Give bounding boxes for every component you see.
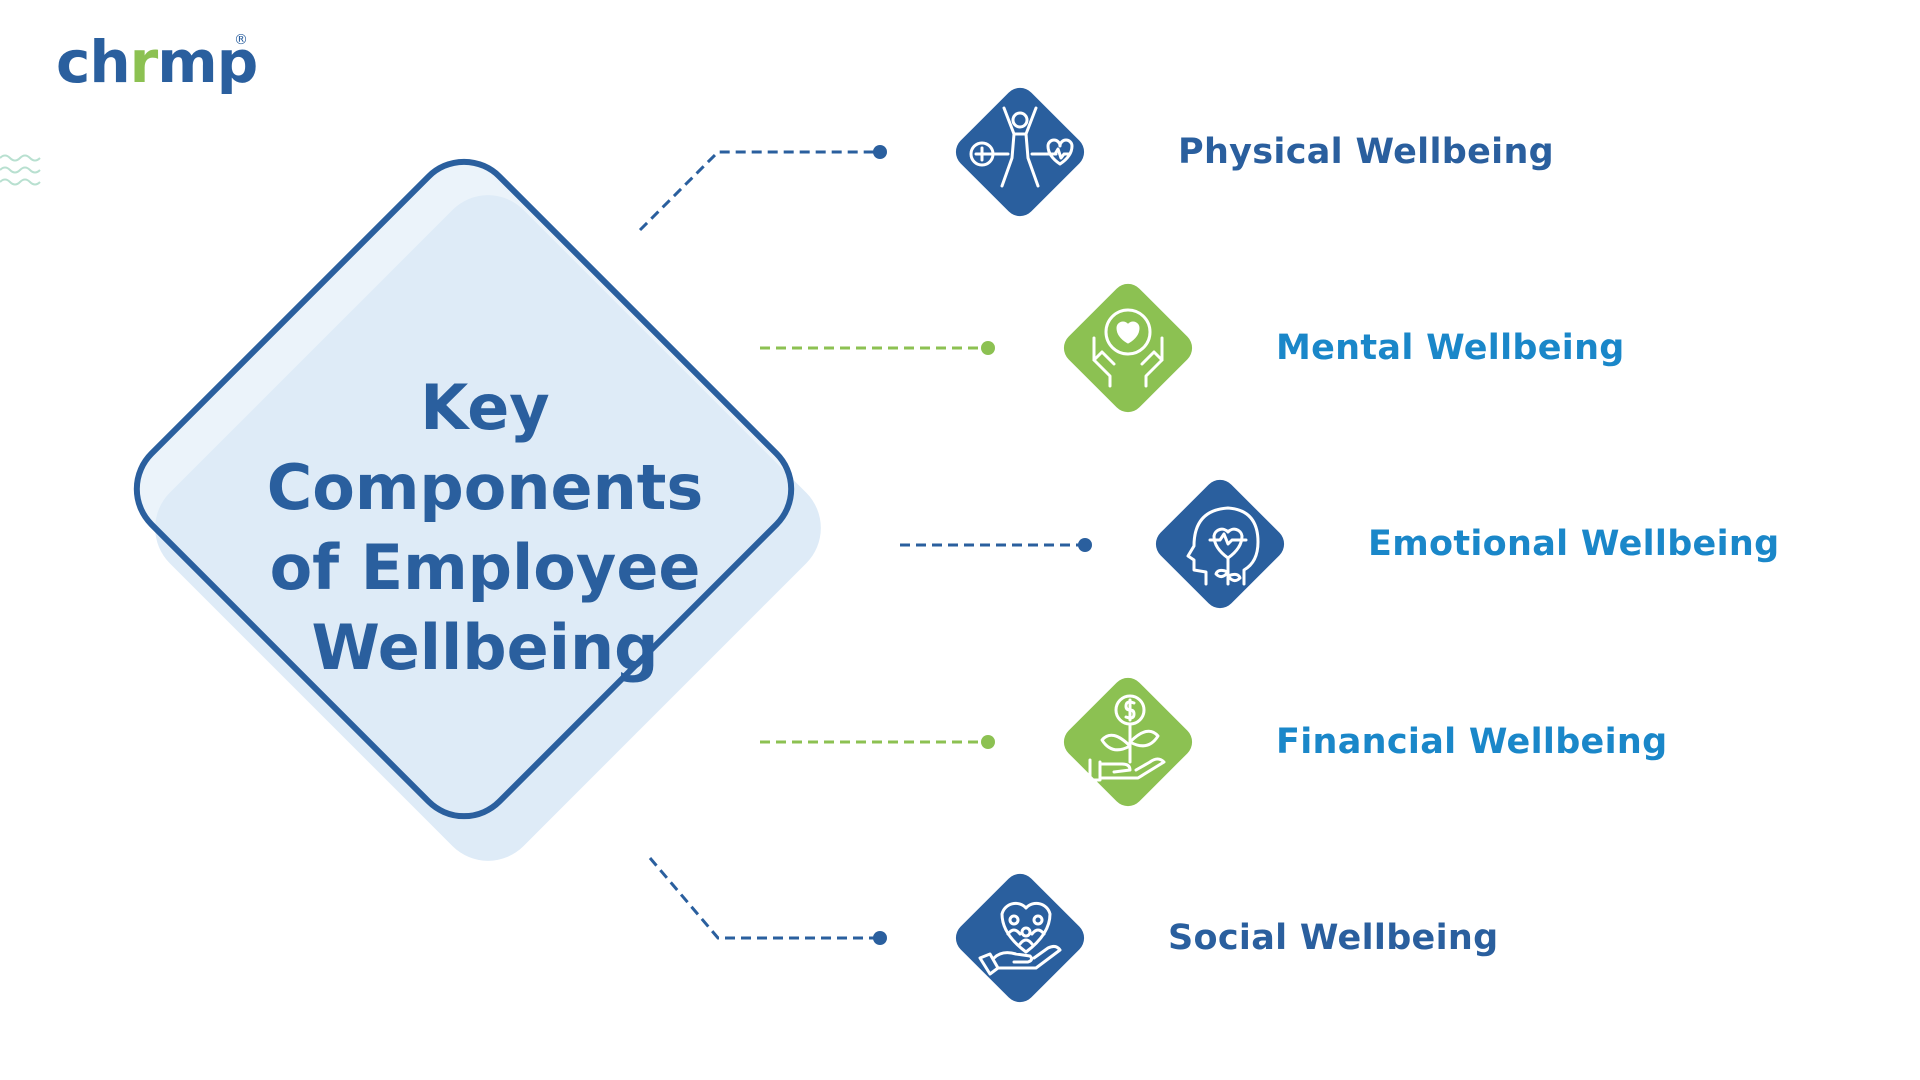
- title-line-3: of Employee: [269, 531, 701, 604]
- physical-wellbeing-label: Physical Wellbeing: [1178, 132, 1555, 172]
- logo-part-1: ch: [56, 28, 131, 96]
- title-line-2: Components: [266, 451, 704, 524]
- emotional-wellbeing-diamond: [1136, 460, 1304, 628]
- community-hand-icon: [955, 873, 1085, 1003]
- title-line-1: Key: [420, 371, 550, 444]
- financial-wellbeing-label: Financial Wellbeing: [1276, 722, 1668, 762]
- financial-wellbeing-diamond: [1044, 658, 1212, 826]
- connector-social: [648, 857, 887, 945]
- central-diamond-outline: [133, 158, 795, 820]
- logo-registered-mark: ®: [234, 32, 248, 48]
- connector-mental: [760, 341, 995, 355]
- connector-physical: [638, 145, 887, 232]
- physical-wellbeing-diamond: [936, 68, 1104, 236]
- mental-wellbeing-diamond: [1044, 264, 1212, 432]
- emotional-wellbeing-label: Emotional Wellbeing: [1368, 524, 1780, 564]
- chrmp-logo: chrmp ®: [56, 22, 258, 102]
- connector-emotional: [900, 538, 1092, 552]
- social-wellbeing-label: Social Wellbeing: [1168, 918, 1499, 958]
- social-wellbeing-diamond: [936, 854, 1104, 1022]
- logo-part-2: r: [129, 28, 159, 96]
- decorative-waves-icon: [0, 154, 41, 186]
- mental-wellbeing-label: Mental Wellbeing: [1276, 328, 1625, 368]
- money-plant-icon: [1063, 677, 1193, 807]
- connector-financial: [760, 735, 995, 749]
- main-title: Key Components of Employee Wellbeing: [250, 368, 720, 688]
- heart-hands-icon: [1063, 283, 1193, 413]
- logo-part-3: mp: [157, 28, 258, 96]
- title-line-4: Wellbeing: [311, 611, 659, 684]
- physical-fitness-icon: [955, 87, 1085, 217]
- head-heart-icon: [1155, 479, 1285, 609]
